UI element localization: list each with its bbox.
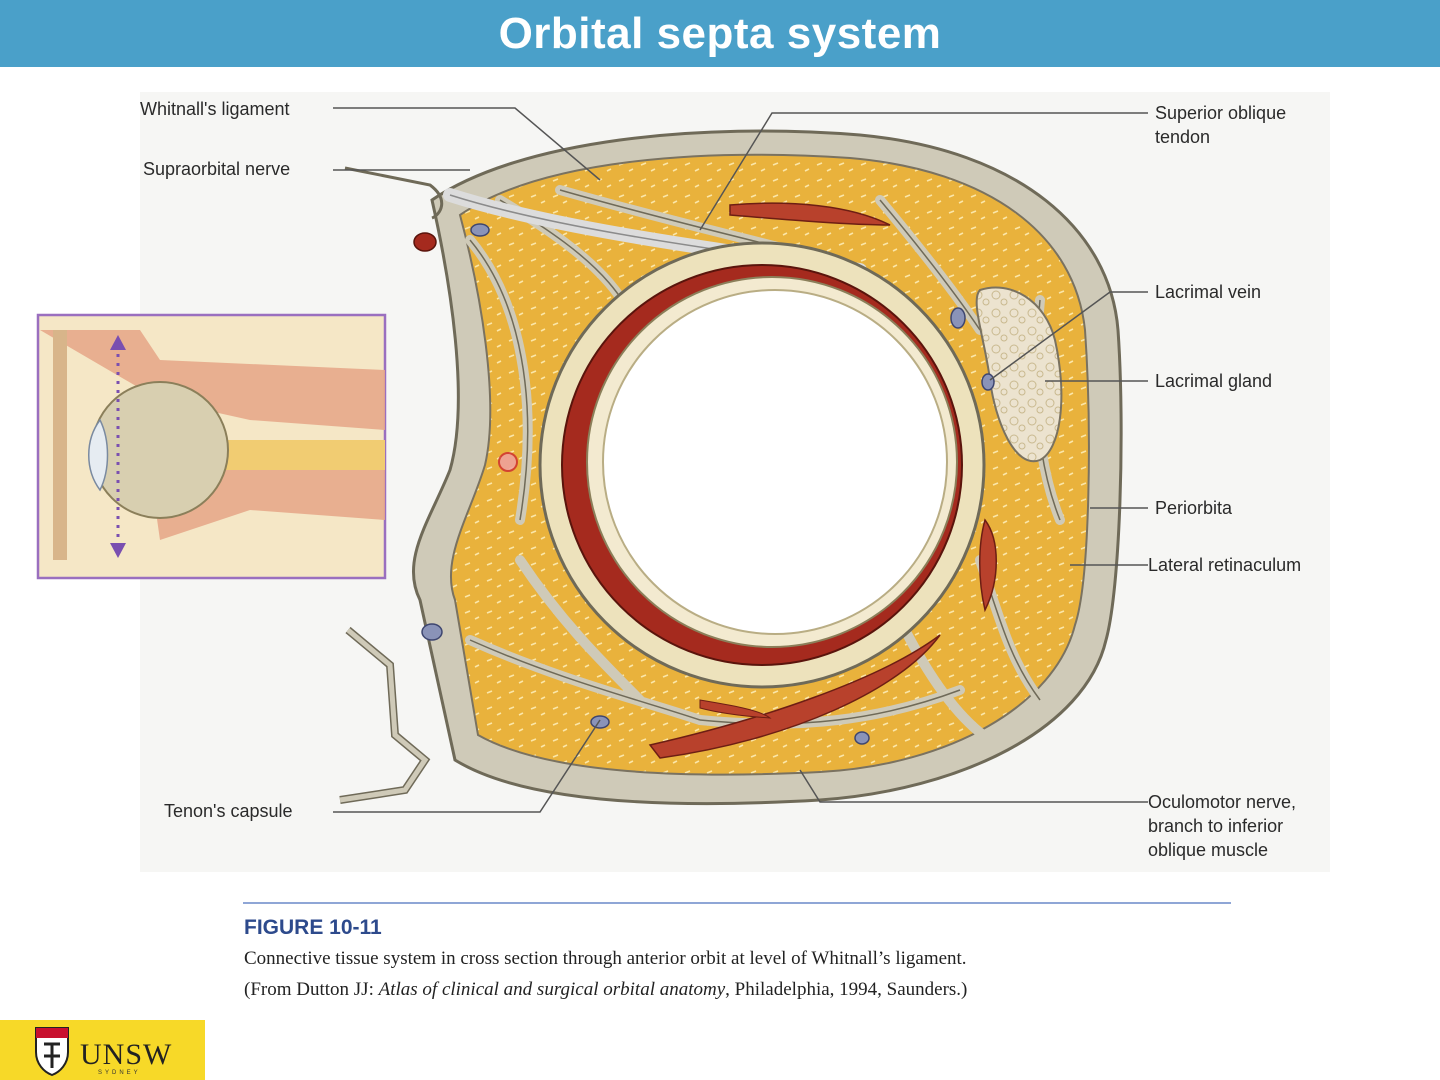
levator-muscle — [729, 202, 891, 226]
caption-source-title: Atlas of clinical and surgical orbital a… — [378, 979, 726, 1000]
unsw-crest-icon — [35, 1027, 69, 1077]
caption-line-1: Connective tissue system in cross sectio… — [244, 948, 967, 969]
label-whitnalls-ligament: Whitnall's ligament — [140, 99, 290, 119]
caption-source-suffix: , Philadelphia, 1994, Saunders.) — [725, 979, 968, 1000]
supraorbital-artery — [413, 232, 437, 252]
label-supraorbital-nerve: Supraorbital nerve — [143, 159, 291, 179]
caption-source-prefix: (From Dutton JJ: — [244, 979, 379, 1000]
label-lateral-retinaculum: Lateral retinaculum — [1148, 555, 1302, 575]
label-superior-oblique-tendon: Superior oblique tendon — [1155, 103, 1287, 147]
unsw-logo-box: UNSW SYDNEY — [0, 1020, 205, 1080]
blood-vessels — [421, 223, 995, 745]
label-lacrimal-gland: Lacrimal gland — [1155, 371, 1273, 391]
unsw-logo-text: UNSW — [80, 1038, 173, 1071]
medial-orbital-rim-upper — [344, 166, 444, 220]
inset-sagittal-view — [36, 313, 387, 580]
slide-title: Orbital septa system — [498, 8, 942, 58]
label-lacrimal-vein: Lacrimal vein — [1155, 282, 1262, 302]
figure-number: FIGURE 10-11 — [244, 916, 382, 939]
caption-divider — [243, 902, 1231, 904]
title-bar: Orbital septa system — [0, 0, 1440, 67]
label-periorbita: Periorbita — [1155, 498, 1233, 518]
caption-line-2: (From Dutton JJ: Atlas of clinical and s… — [244, 979, 967, 1001]
lacrimal-gland — [975, 286, 1063, 463]
leader-lines — [333, 107, 1148, 813]
lateral-muscle-strip — [979, 518, 997, 613]
label-oculomotor-nerve: Oculomotor nerve, branch to inferior obl… — [1148, 792, 1297, 860]
label-tenons-capsule: Tenon's capsule — [164, 801, 293, 821]
pointer-marker — [498, 452, 518, 472]
unsw-logo-subtext: SYDNEY — [98, 1070, 141, 1076]
globe-center — [602, 289, 948, 635]
